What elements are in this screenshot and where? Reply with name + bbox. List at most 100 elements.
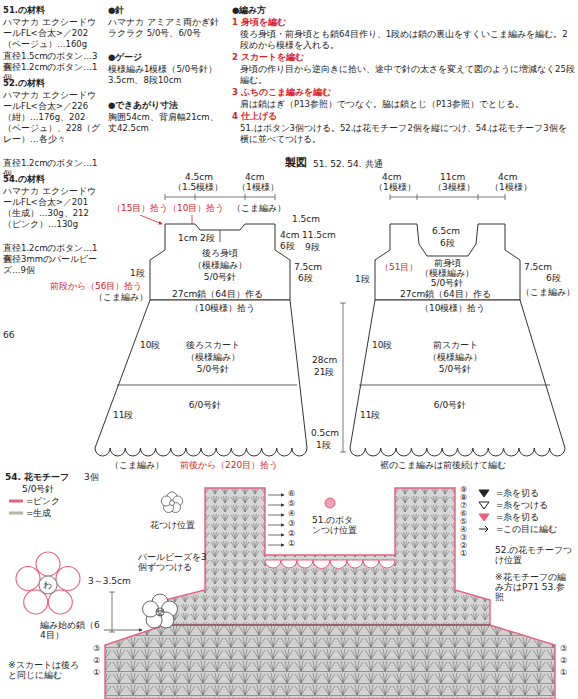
row-number: ② — [93, 657, 100, 665]
instruction-text: 直径3mmのパールビーズ…9個 — [3, 254, 103, 276]
piece-outline — [95, 300, 307, 457]
row-arrow — [268, 535, 284, 536]
instruction-text: ●できあがり寸法 — [108, 100, 178, 111]
legend-item: =この目に編む — [478, 524, 557, 534]
dimension-label: 6.5cm — [432, 226, 460, 236]
piece-label: 前スカート — [433, 340, 478, 350]
dimension-label: 6段 — [440, 238, 455, 248]
dimension-label: パールビーズを3個ずつつける — [138, 552, 208, 572]
pink-flower-motif — [36, 552, 60, 576]
neck-ruffle — [325, 498, 335, 508]
legend-symbol — [479, 502, 489, 509]
piece-label: 5/0号針 — [439, 364, 471, 374]
piece-label: 5/0号針 — [204, 272, 236, 282]
chart-body — [165, 488, 490, 625]
row-number: ⑦ — [460, 502, 467, 510]
dimension-label: （こま編み） — [94, 292, 148, 302]
legend-text: =生成 — [26, 508, 51, 518]
pick-up-arrows — [140, 215, 162, 224]
instruction-text: 54.の材料 — [3, 174, 45, 185]
row-number: ⑥ — [288, 490, 295, 498]
piece-label: 5/0号針 — [431, 278, 463, 288]
row-arrow — [268, 505, 284, 506]
dimension-label: （10模様）拾う — [190, 303, 255, 313]
dimension-label: 7.5cm — [294, 262, 322, 272]
legend-text: =この目に編む — [496, 524, 557, 534]
bodice-piece: 後ろ身頃 （模様編み） 5/0号針 — [150, 218, 290, 300]
skirt-piece: 前スカート（模様編み）5/0号針6/0号針 — [350, 300, 565, 455]
dimension-label: （こま編み） — [110, 460, 164, 470]
legend-symbol — [479, 490, 489, 497]
neck-ruffle — [265, 560, 395, 569]
instruction-text: ●ゲージ — [108, 52, 142, 63]
legend-text: =糸を切る — [496, 488, 539, 498]
row-number: ① — [560, 669, 567, 677]
dimension-label: 11段 — [360, 410, 380, 420]
dimension-label: 花つけ位置 — [150, 520, 195, 530]
dimension-label: 10段 — [140, 340, 160, 350]
piece-label: （模様編み） — [428, 352, 482, 362]
row-number: ① — [288, 540, 295, 548]
row-number: ① — [460, 550, 467, 558]
piece-outline — [95, 300, 307, 456]
dimension-label: 54. 花モチーフ — [5, 472, 69, 482]
legend-swatch — [478, 524, 494, 534]
piece-label: 5/0号針 — [197, 364, 229, 374]
row-number: ③ — [460, 534, 467, 542]
row-number: ① — [93, 669, 100, 677]
row-number: ② — [560, 657, 567, 665]
dimension-label: 51.のボタンつけ位置 — [312, 515, 360, 535]
dimension-label: （1.5模様） — [173, 182, 223, 192]
dimension-label: ※スカートは後ろと同じに編む — [8, 660, 86, 680]
dimension-label: 3個 — [84, 472, 99, 482]
dimension-lines — [165, 194, 275, 200]
dimension-label: 1cm — [178, 233, 197, 243]
dimension-label: 27cm鎖（64目）作る — [400, 289, 491, 299]
legend-swatch — [9, 512, 23, 515]
dimension-label: 3～3.5cm — [88, 576, 131, 586]
dimension-lines — [390, 194, 505, 200]
row-number: ② — [288, 530, 295, 538]
dimension-label: 9段 — [305, 242, 320, 252]
dimension-label: 1段 — [355, 274, 370, 284]
dimension-label: （3模様） — [433, 182, 475, 192]
legend-swatch — [8, 496, 24, 506]
row-number: ④ — [288, 510, 295, 518]
dimension-label: 11cm — [440, 172, 465, 182]
piece-label: （模様編み） — [420, 268, 474, 278]
row-arrow — [268, 515, 284, 516]
instruction-text: ハマナカ エクシードウールFL<合太>／226（紺）…176g、202（ベージュ… — [3, 90, 103, 145]
pearl-flower — [156, 608, 164, 616]
start-chain-arrow — [104, 630, 142, 631]
dimension-label: （1模様） — [237, 182, 279, 192]
pearl-flower — [143, 601, 159, 617]
piece-label: 後ろ身頃 — [202, 248, 238, 258]
dimension-label: 6段 — [546, 273, 561, 283]
dimension-label: 前段から（56目）拾う — [50, 281, 142, 291]
instruction-text: ハマナカ エクシードウールFL<合太>／202（ベージュ）…160g — [3, 17, 103, 50]
legend-swatch — [478, 500, 494, 510]
dimension-label: 4.5cm — [185, 172, 213, 182]
dimension-label: 前後から（220目）拾う — [180, 460, 278, 470]
dimension-label: （1模様） — [490, 182, 532, 192]
chart-body — [105, 488, 555, 699]
legend-text: =ピンク — [26, 496, 60, 506]
piece-label: 6/0号針 — [189, 400, 221, 410]
piece-line — [359, 385, 550, 386]
row-arrow — [268, 545, 284, 546]
flower-position-icon — [161, 492, 182, 513]
legend-swatch — [9, 500, 23, 503]
dimension-label: 11段 — [113, 410, 133, 420]
dimension-label: 10段 — [372, 340, 392, 350]
dimension-label: 4cm — [280, 230, 299, 240]
dimension-label: 4cm — [382, 172, 401, 182]
piece-label: 前身頃 — [434, 258, 461, 268]
row-number: ⑥ — [460, 510, 467, 518]
dimension-label: 裾のこま編みは前後続けて編む — [380, 460, 506, 470]
dimension-label: 28cm — [312, 355, 337, 365]
start-chain-arrow — [104, 630, 142, 631]
instruction-text: ハマナカ エクシードウールFL<合太>／201（生成）…30g、212（ピンク）… — [3, 186, 103, 230]
piece-label: （模様編み） — [193, 260, 247, 270]
dimension-label: ※花モチーフの編み方はP71 53.参照 — [495, 572, 573, 602]
instruction-text: 52.の材料 — [3, 78, 45, 89]
